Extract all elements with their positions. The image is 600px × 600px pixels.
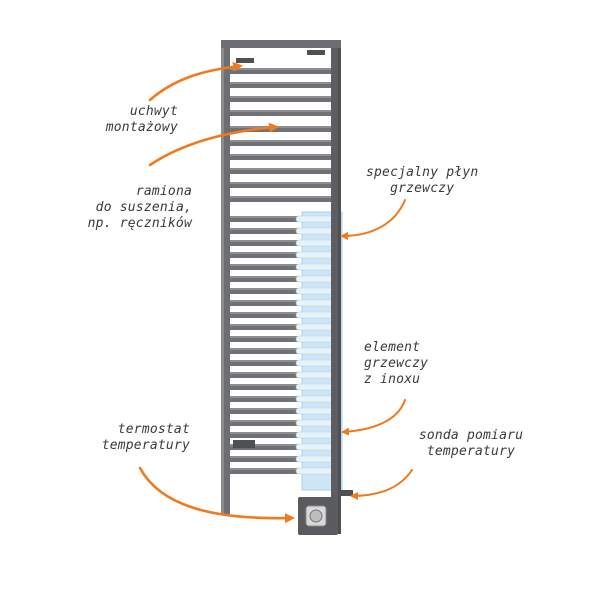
arrow-thermostat — [138, 466, 295, 524]
drying-arm-highlight-lower-20 — [226, 456, 336, 458]
label-thermostat-line-2: temperatury — [101, 438, 190, 453]
heated-tube-5 — [295, 275, 335, 283]
drying-arm-highlight-lower-19 — [226, 444, 336, 446]
label-fluid-line-1: specjalny płyn — [366, 165, 479, 180]
drying-arm-highlight-upper-0 — [226, 68, 336, 70]
heated-tube-12 — [295, 359, 335, 367]
label-heating-fluid: specjalny płyn grzewczy — [366, 165, 478, 197]
mounting-bracket-right — [307, 50, 325, 55]
mounting-bracket — [236, 58, 254, 63]
drying-arm-highlight-lower-1 — [226, 228, 336, 230]
drying-arm-highlight-lower-17 — [226, 420, 336, 422]
label-mounting-line-2: montażowy — [105, 120, 178, 135]
drying-arm-highlight-lower-10 — [226, 336, 336, 338]
heated-tube-17 — [295, 419, 335, 427]
drying-arm-highlight-upper-4 — [226, 126, 336, 128]
heated-tube-3 — [295, 251, 335, 259]
heated-tube-15 — [295, 395, 335, 403]
drying-arms — [226, 68, 336, 475]
drying-arm-highlight-lower-5 — [226, 276, 336, 278]
heated-tube-7 — [295, 299, 335, 307]
drying-arm-highlight-lower-21 — [226, 468, 336, 470]
drying-arm-highlight-lower-3 — [226, 252, 336, 254]
heated-tube-1 — [295, 227, 335, 235]
label-element-line-2: grzewczy — [364, 356, 429, 371]
arrow-element — [341, 399, 406, 436]
drying-arm-highlight-upper-2 — [226, 96, 336, 98]
heated-tube-0 — [295, 215, 335, 223]
drying-arm-highlight-lower-11 — [226, 348, 336, 350]
annotation-arrows — [138, 61, 413, 524]
drying-arm-highlight-upper-3 — [226, 110, 336, 112]
right-rail — [331, 44, 341, 534]
drying-arm-highlight-lower-4 — [226, 264, 336, 266]
heated-tube-13 — [295, 371, 335, 379]
heated-tube-8 — [295, 311, 335, 319]
heated-tube-6 — [295, 287, 335, 295]
heated-tube-18 — [295, 431, 335, 439]
label-mounting-line-1: uchwyt — [129, 104, 178, 119]
heated-tube-14 — [295, 383, 335, 391]
drying-arm-highlight-lower-15 — [226, 396, 336, 398]
drying-arm-highlight-upper-8 — [226, 182, 336, 184]
heated-tube-11 — [295, 347, 335, 355]
drying-arm-highlight-lower-0 — [226, 216, 336, 218]
drying-arm-highlight-lower-18 — [226, 432, 336, 434]
label-probe-line-2: temperatury — [426, 444, 516, 459]
label-mounting-bracket: uchwyt montażowy — [70, 104, 178, 136]
label-fluid-line-2: grzewczy — [390, 181, 455, 196]
arrow-probe — [350, 469, 413, 500]
drying-arm-highlight-lower-7 — [226, 300, 336, 302]
drying-arm-highlight-lower-14 — [226, 384, 336, 386]
label-element-line-1: element — [364, 340, 421, 355]
temperature-probe — [341, 490, 353, 496]
heated-tube-19 — [295, 443, 335, 451]
label-thermostat-line-1: termostat — [117, 422, 190, 437]
label-heating-element: element grzewczy z inoxu — [364, 340, 428, 388]
drying-arm-highlight-lower-9 — [226, 324, 336, 326]
drying-arm-highlight-lower-8 — [226, 312, 336, 314]
drying-arm-highlight-lower-12 — [226, 360, 336, 362]
drying-arm-highlight-upper-9 — [226, 196, 336, 198]
left-rail — [221, 44, 230, 514]
drying-arm-highlight-upper-7 — [226, 168, 336, 170]
heated-tube-9 — [295, 323, 335, 331]
label-thermostat: termostat temperatury — [50, 422, 190, 454]
label-arms-line-2: do suszenia, — [95, 200, 192, 215]
arrow-arms — [148, 122, 279, 167]
arrow-mounting — [148, 61, 243, 102]
label-temperature-probe: sonda pomiaru temperatury — [396, 428, 546, 460]
drying-arm-highlight-lower-2 — [226, 240, 336, 242]
arrow-fluid — [340, 199, 406, 240]
heated-tube-4 — [295, 263, 335, 271]
label-arms-line-3: np. ręczników — [87, 216, 192, 231]
label-arms-line-1: ramiona — [135, 184, 192, 199]
heated-tube-20 — [295, 455, 335, 463]
label-probe-line-1: sonda pomiaru — [418, 428, 524, 443]
drying-arm-highlight-upper-6 — [226, 154, 336, 156]
label-drying-arms: ramiona do suszenia, np. ręczników — [40, 184, 192, 232]
drying-arm-highlight-upper-5 — [226, 140, 336, 142]
drying-arm-highlight-lower-16 — [226, 408, 336, 410]
heated-tube-2 — [295, 239, 335, 247]
drying-arm-highlight-upper-1 — [226, 82, 336, 84]
heated-tube-21 — [295, 467, 335, 475]
drying-arm-highlight-lower-13 — [226, 372, 336, 374]
label-element-line-3: z inoxu — [364, 372, 421, 387]
heated-tube-10 — [295, 335, 335, 343]
heated-tube-16 — [295, 407, 335, 415]
thermostat-box — [298, 497, 338, 535]
drying-arm-highlight-lower-6 — [226, 288, 336, 290]
